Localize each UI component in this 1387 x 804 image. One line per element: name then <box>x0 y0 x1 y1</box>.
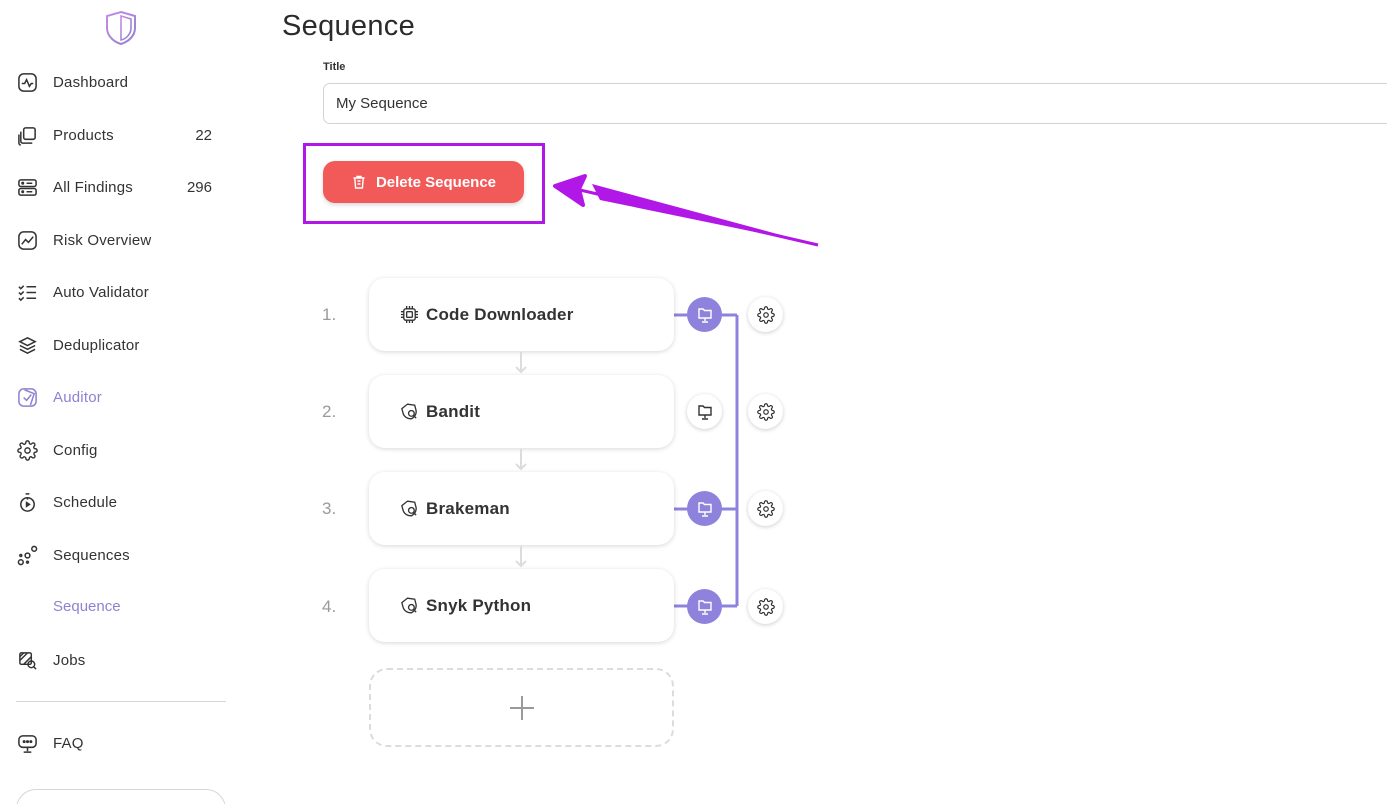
sidebar-item-label: Jobs <box>53 651 86 669</box>
title-field-label: Title <box>323 61 346 73</box>
step-number: 2. <box>322 402 337 421</box>
output-toggle-button[interactable] <box>687 394 722 429</box>
sidebar-item-label: Auditor <box>53 388 102 406</box>
sidebar-item-faq[interactable]: FAQ <box>16 725 226 761</box>
down-arrow-icon <box>515 352 527 374</box>
folder-network-icon <box>697 307 712 323</box>
step-card-snyk-python[interactable]: Snyk Python <box>369 569 674 642</box>
sidebar-item-jobs[interactable]: Jobs <box>16 642 226 678</box>
sidebar-item-label: Products <box>53 126 114 144</box>
sidebar-item-sequences[interactable]: Sequences <box>16 537 226 573</box>
step-settings-button[interactable] <box>748 589 783 624</box>
sidebar-item-all-findings[interactable]: All Findings 296 <box>16 169 226 205</box>
delete-sequence-label: Delete Sequence <box>375 173 497 191</box>
step-card-bandit[interactable]: Bandit <box>369 375 674 448</box>
scan-icon <box>399 402 419 422</box>
step-card-code-downloader[interactable]: Code Downloader <box>369 278 674 351</box>
gear-icon <box>756 305 775 324</box>
step-number: 4. <box>322 597 337 616</box>
checklist-icon <box>16 281 38 303</box>
gear-icon <box>756 597 775 616</box>
step-name: Brakeman <box>426 498 510 518</box>
scan-icon <box>399 499 419 519</box>
scan-icon <box>399 596 419 616</box>
add-step-button[interactable] <box>369 668 674 747</box>
sidebar-divider <box>16 701 226 702</box>
sidebar-item-config[interactable]: Config <box>16 432 226 468</box>
step-name: Code Downloader <box>426 304 574 324</box>
sidebar-item-label: Dashboard <box>53 73 129 91</box>
highlight-box <box>303 143 545 224</box>
page-title: Sequence <box>282 10 416 42</box>
sidebar-item-deduplicator[interactable]: Deduplicator <box>16 327 226 363</box>
down-arrow-icon <box>515 449 527 471</box>
plus-icon <box>509 695 534 720</box>
sidebar-item-label: Config <box>53 441 98 459</box>
chip-icon <box>399 305 419 325</box>
step-number: 1. <box>322 305 337 324</box>
sidebar-item-products[interactable]: Products 22 <box>16 117 226 153</box>
sidebar-item-auto-validator[interactable]: Auto Validator <box>16 274 226 310</box>
sidebar-item-count: 22 <box>195 126 212 144</box>
trash-icon <box>353 175 365 189</box>
sidebar-item-risk-overview[interactable]: Risk Overview <box>16 222 226 258</box>
step-number: 3. <box>322 499 337 518</box>
title-input[interactable] <box>323 83 1387 124</box>
sidebar-item-auditor[interactable]: Auditor <box>16 379 226 415</box>
gear-icon <box>756 499 775 518</box>
step-name: Bandit <box>426 401 481 421</box>
output-toggle-button[interactable] <box>687 491 722 526</box>
folder-network-icon <box>697 501 712 517</box>
chat-monitor-icon <box>16 732 38 754</box>
step-settings-button[interactable] <box>748 297 783 332</box>
nodes-icon <box>16 544 38 566</box>
jobs-icon <box>16 649 38 671</box>
server-icon <box>16 176 38 198</box>
sidebar: Dashboard Products 22 All Findings 296 R… <box>0 0 240 804</box>
sidebar-item-label: Schedule <box>53 493 118 511</box>
sidebar-item-label: Risk Overview <box>53 231 152 249</box>
folder-network-icon <box>697 599 712 615</box>
gear-icon <box>16 439 38 461</box>
layers-icon <box>16 334 38 356</box>
sidebar-subitem-sequence[interactable]: Sequence <box>53 598 121 615</box>
gear-icon <box>756 402 775 421</box>
sidebar-item-label: Auto Validator <box>53 283 149 301</box>
sidebar-item-label: Sequences <box>53 546 130 564</box>
app-logo[interactable] <box>104 10 138 46</box>
stopwatch-icon <box>16 491 38 513</box>
step-card-brakeman[interactable]: Brakeman <box>369 472 674 545</box>
sidebar-item-label: All Findings <box>53 178 133 196</box>
step-settings-button[interactable] <box>748 491 783 526</box>
shield-check-icon <box>16 386 38 408</box>
sidebar-item-schedule[interactable]: Schedule <box>16 484 226 520</box>
sidebar-item-label: Deduplicator <box>53 336 140 354</box>
sidebar-item-count: 296 <box>186 178 212 196</box>
trend-chart-icon <box>16 229 38 251</box>
step-settings-button[interactable] <box>748 394 783 429</box>
cube-stack-icon <box>16 124 38 146</box>
step-name: Snyk Python <box>426 595 532 615</box>
output-toggle-button[interactable] <box>687 589 722 624</box>
delete-sequence-button[interactable]: Delete Sequence <box>323 161 524 203</box>
output-toggle-button[interactable] <box>687 297 722 332</box>
pulse-icon <box>16 71 38 93</box>
sidebar-bottom-button[interactable] <box>16 789 226 804</box>
down-arrow-icon <box>515 546 527 568</box>
folder-network-icon <box>697 404 712 420</box>
sidebar-item-dashboard[interactable]: Dashboard <box>16 64 226 100</box>
sidebar-item-label: FAQ <box>53 734 84 752</box>
